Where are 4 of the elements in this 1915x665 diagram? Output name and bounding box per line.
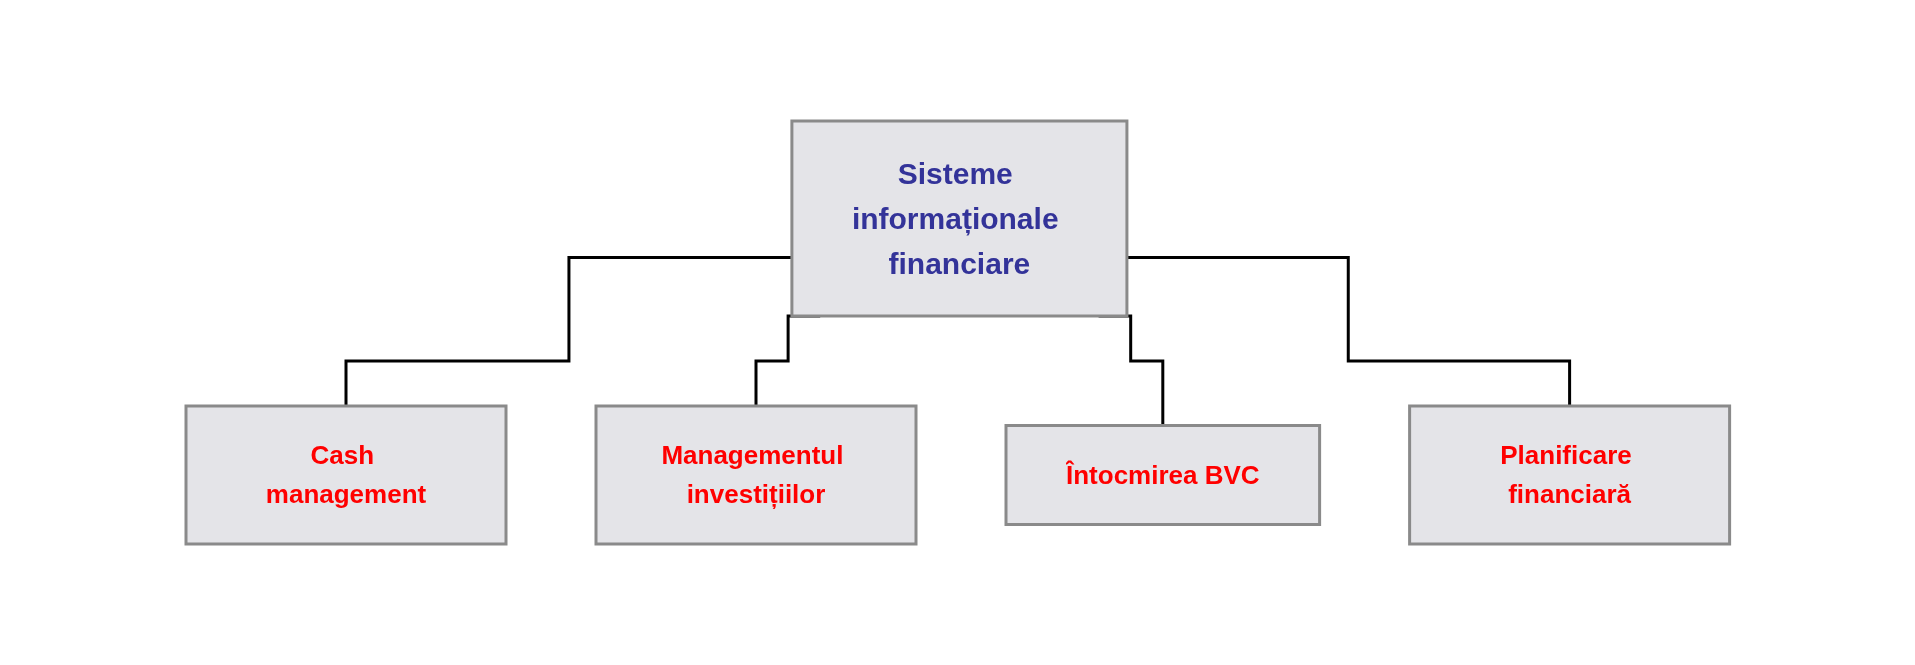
node-box: Managementul investițiilor [594,404,918,546]
node-box: Planificare financiară [1407,404,1731,546]
node-box: Sisteme informaționale financiare [790,119,1129,318]
node-box: Cash management [184,404,508,546]
